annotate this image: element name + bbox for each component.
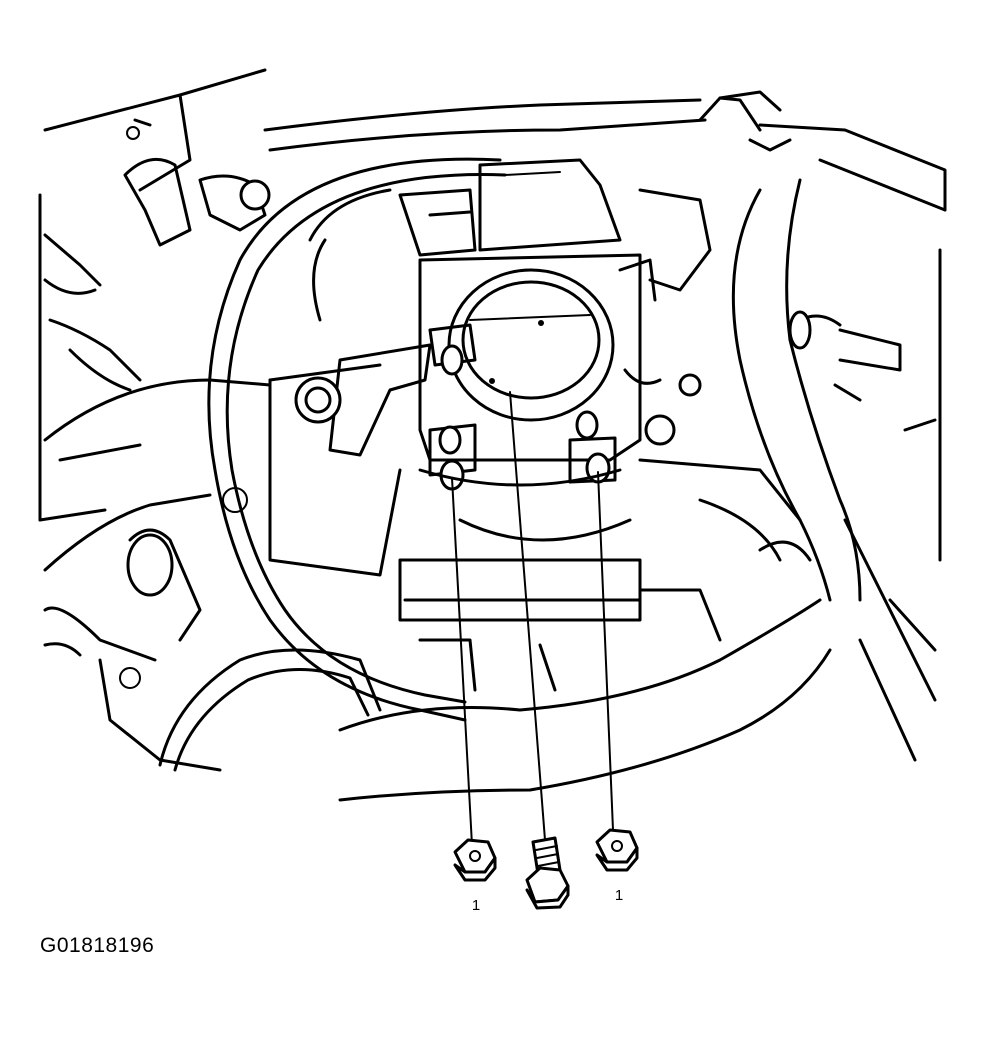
right-wiring-harness [731,178,862,602]
vacuum-hose-loop [207,157,507,722]
leader-line-right [597,471,614,831]
throttle-body [268,158,642,692]
upper-left-clamps [43,118,271,392]
callout-label-left: 1 [472,897,480,914]
leader-line-left [451,477,473,846]
air-intake-duct [43,378,272,689]
nut-icon [453,838,497,882]
leader-line-center [509,391,546,841]
leader-lines [451,391,614,846]
bolt-icon [525,836,570,910]
left-wiring-harness [158,648,382,772]
lower-wiring-harness [338,598,832,802]
nut-icon [595,828,639,872]
figure-code: G01818196 [40,934,155,957]
engine-bay-outline [38,68,947,772]
right-components [618,90,902,642]
upper-center-harness [308,188,392,322]
callout-label-right: 1 [615,887,623,904]
